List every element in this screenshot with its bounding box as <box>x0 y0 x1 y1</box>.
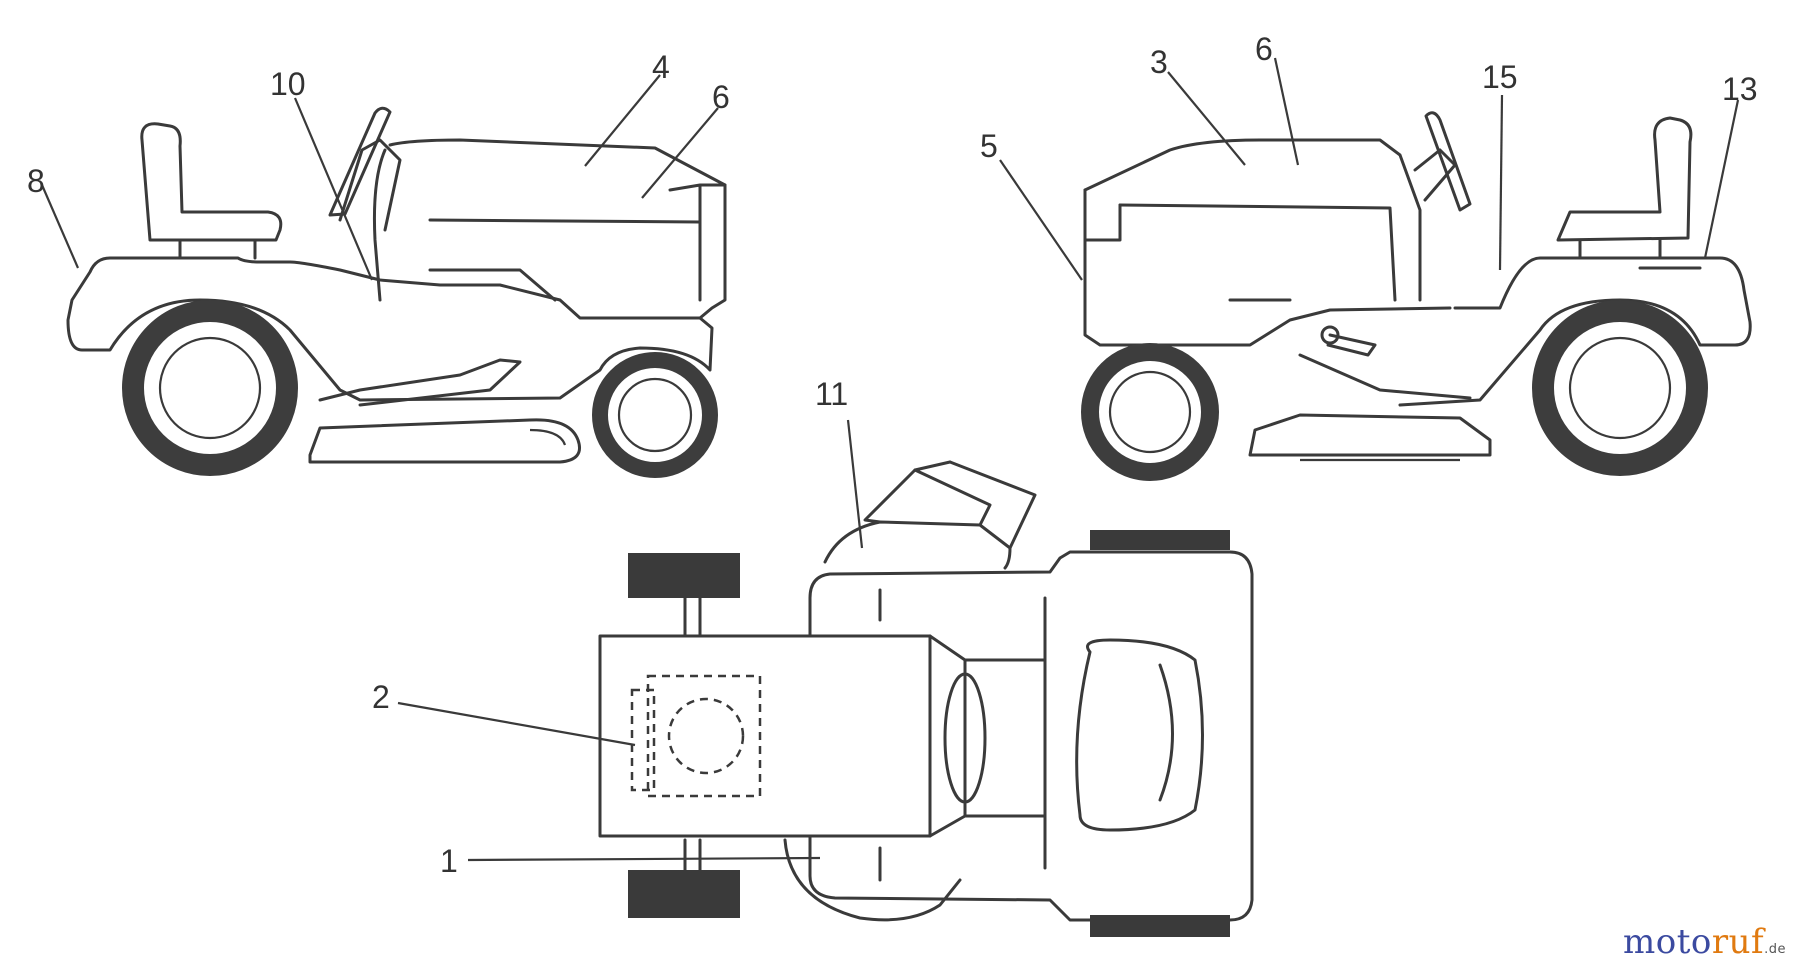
hood-top <box>598 634 932 838</box>
front-left-tire <box>628 553 740 598</box>
callout-1: 1 <box>440 843 458 879</box>
callout-10: 10 <box>270 66 306 102</box>
callout-4: 4 <box>652 49 670 85</box>
callout-2: 2 <box>372 679 390 715</box>
callout-3: 3 <box>1150 44 1168 80</box>
callout-8: 8 <box>27 163 45 199</box>
leader-lines <box>40 57 1740 862</box>
watermark-domain: .de <box>1764 942 1786 957</box>
callout-11: 11 <box>815 376 848 412</box>
callout-6-right: 6 <box>1255 31 1273 67</box>
watermark-part2: ruf <box>1711 922 1765 962</box>
rear-left-tire <box>1090 530 1230 550</box>
front-right-tire <box>628 870 740 918</box>
watermark-logo: motoruf.de <box>1623 922 1786 962</box>
top-view-tractor <box>598 460 1254 937</box>
right-side-view-tractor <box>1081 111 1752 481</box>
callout-5: 5 <box>980 128 998 164</box>
rear-right-tire <box>1090 915 1230 937</box>
callout-13: 13 <box>1722 71 1758 107</box>
left-side-view-tractor <box>66 106 727 478</box>
watermark-part1: moto <box>1623 922 1712 962</box>
callout-numbers: 8 10 4 6 5 3 6 15 13 11 2 1 <box>27 31 1758 879</box>
callout-6-left: 6 <box>712 79 730 115</box>
callout-15: 15 <box>1482 59 1518 95</box>
